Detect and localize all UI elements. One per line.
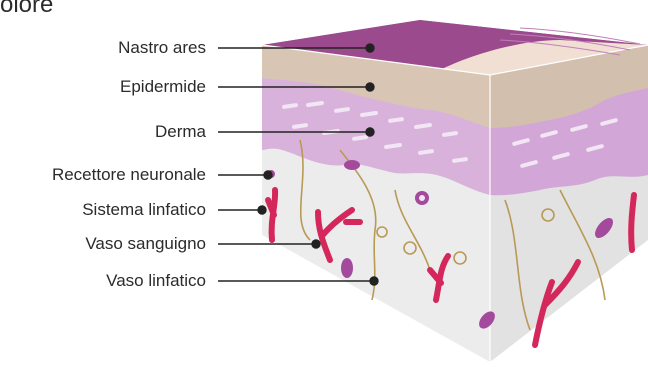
label-vaso-linfatico: Vaso linfatico [106,271,206,291]
front-face [255,40,495,367]
label-vaso-sanguigno: Vaso sanguigno [85,234,206,254]
label-sistema-linfatico: Sistema linfatico [82,200,206,220]
label-derma: Derma [155,122,206,142]
label-recettore-neuronale: Recettore neuronale [52,165,206,185]
label-epidermide: Epidermide [120,77,206,97]
label-nastro-ares: Nastro ares [118,38,206,58]
